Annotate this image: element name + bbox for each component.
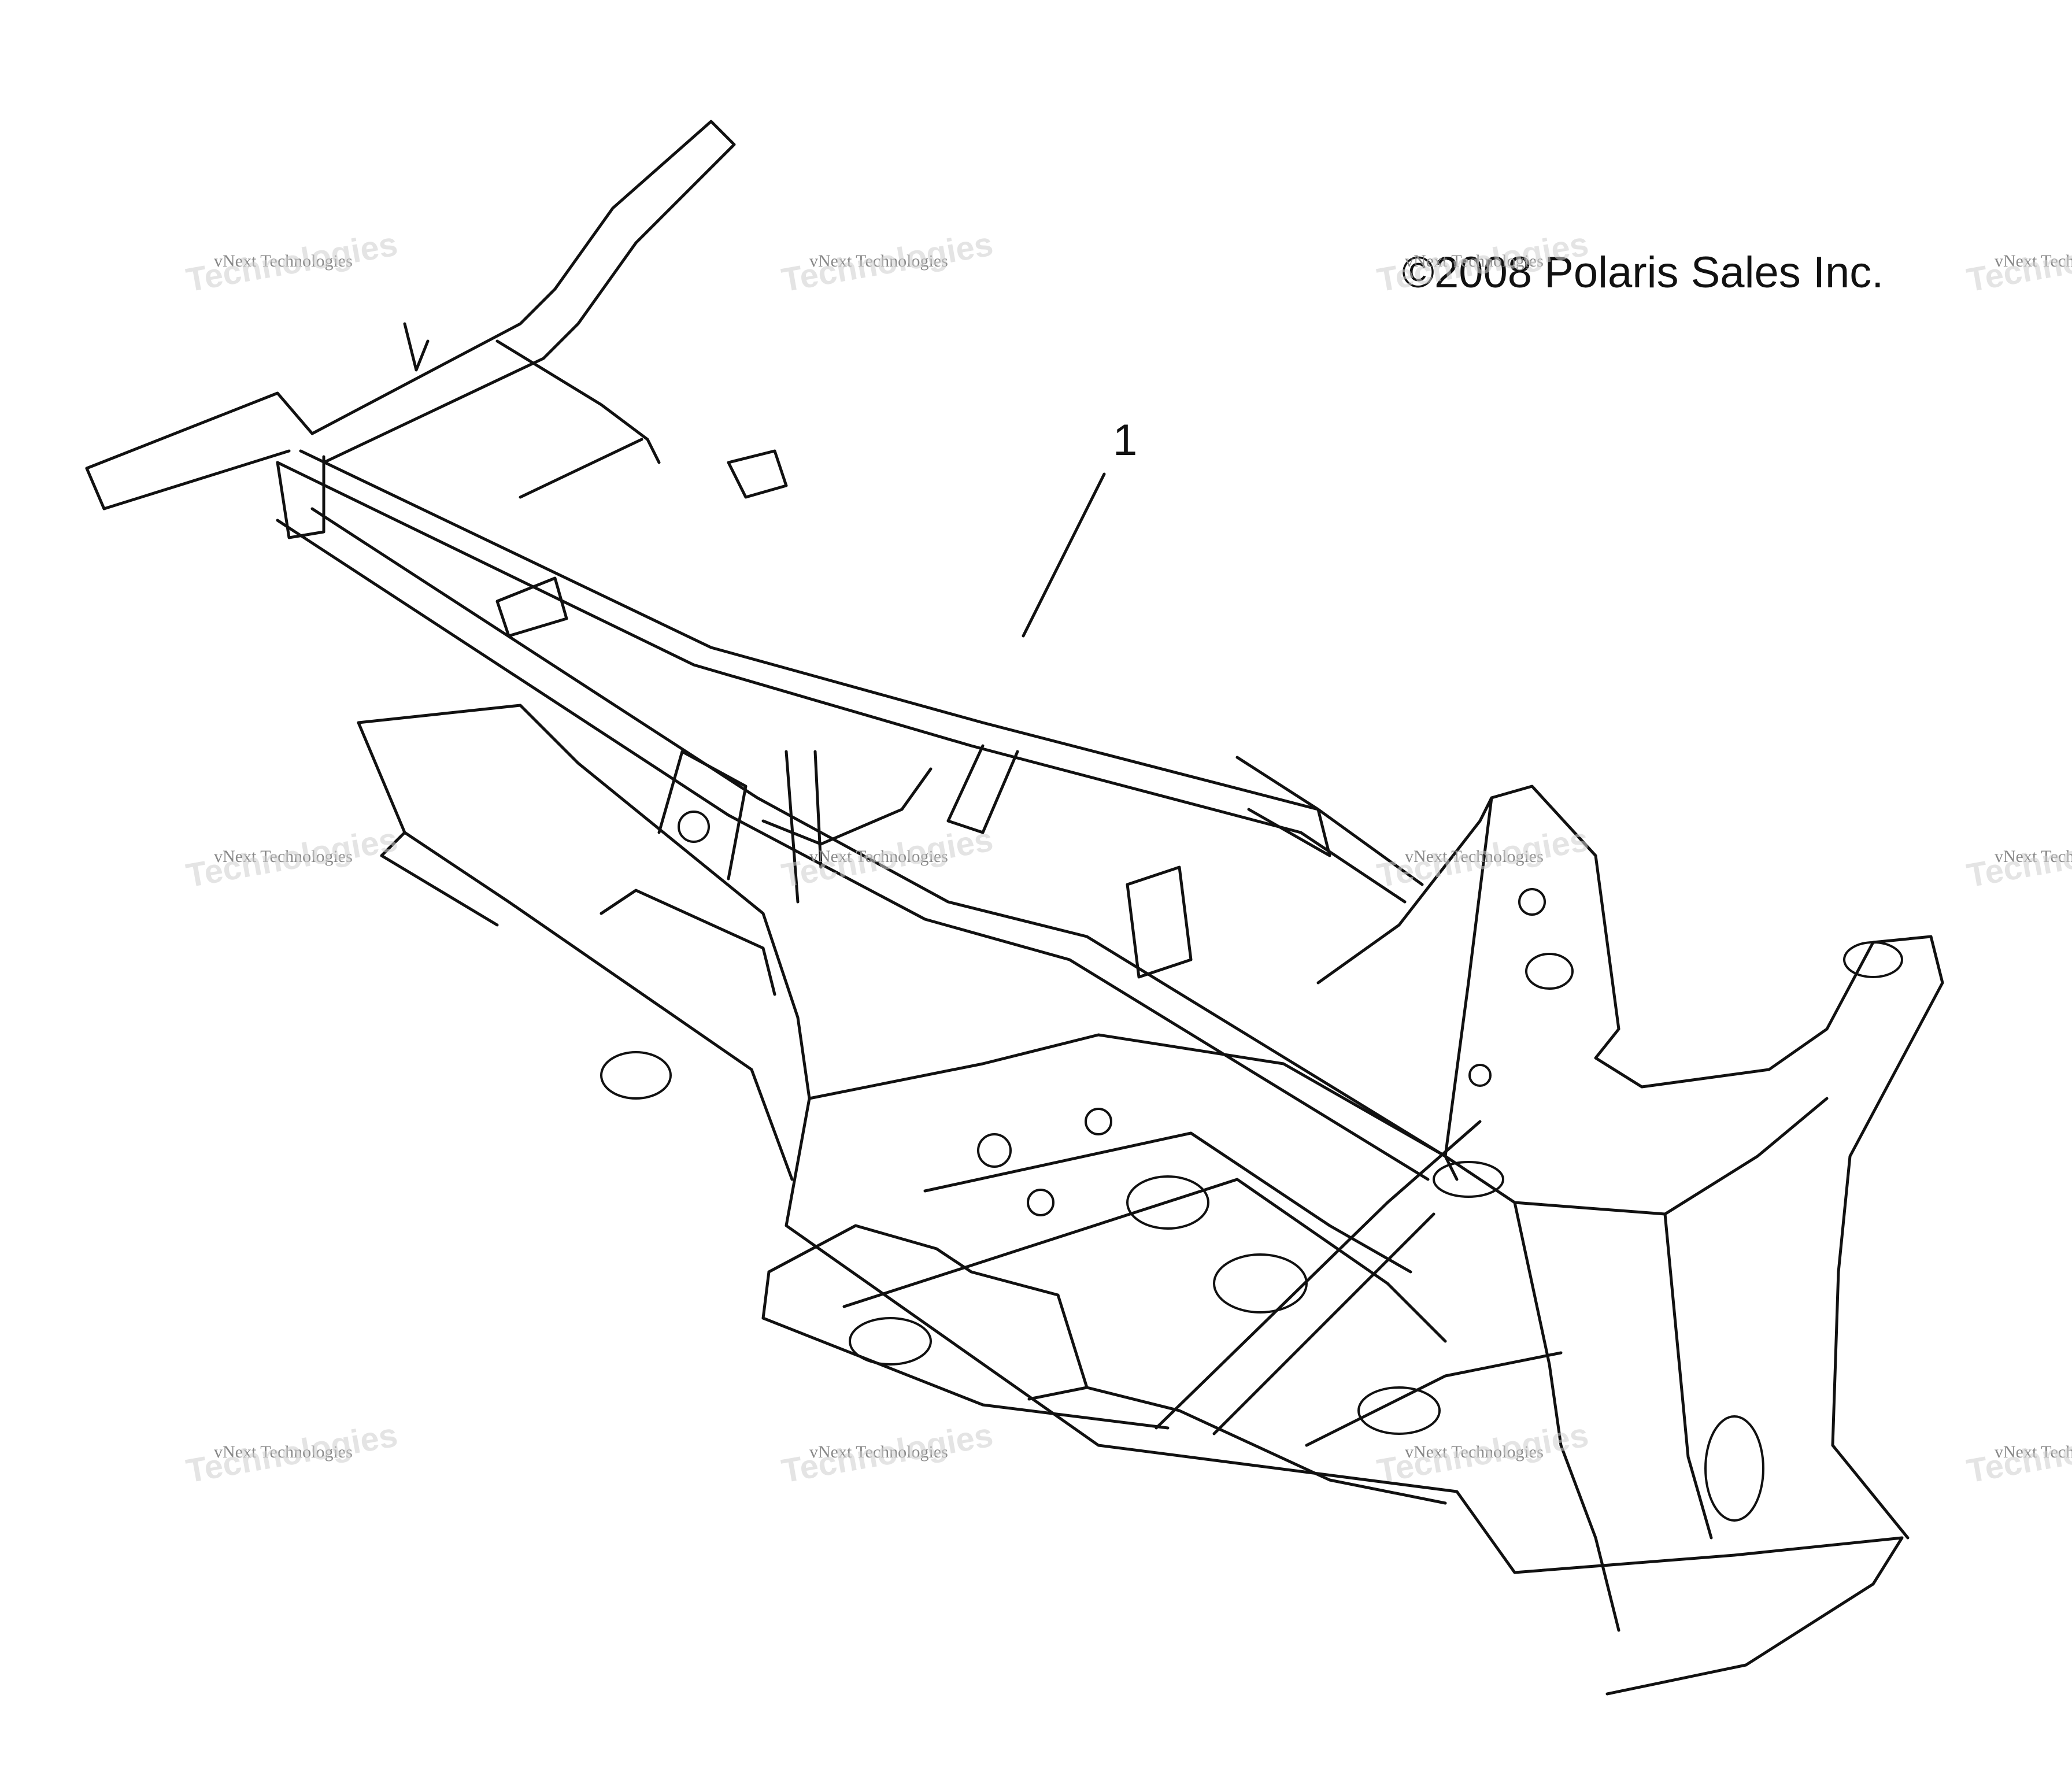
- copyright-text: ©2008 Polaris Sales Inc.: [1402, 248, 1884, 297]
- frame-holes: [600, 811, 1903, 1522]
- part-callout-number: 1: [1113, 416, 1138, 465]
- callout-leader-line: [1022, 472, 1106, 638]
- upper-frame-rail: [85, 120, 1459, 1181]
- lower-chassis: [357, 704, 1944, 1696]
